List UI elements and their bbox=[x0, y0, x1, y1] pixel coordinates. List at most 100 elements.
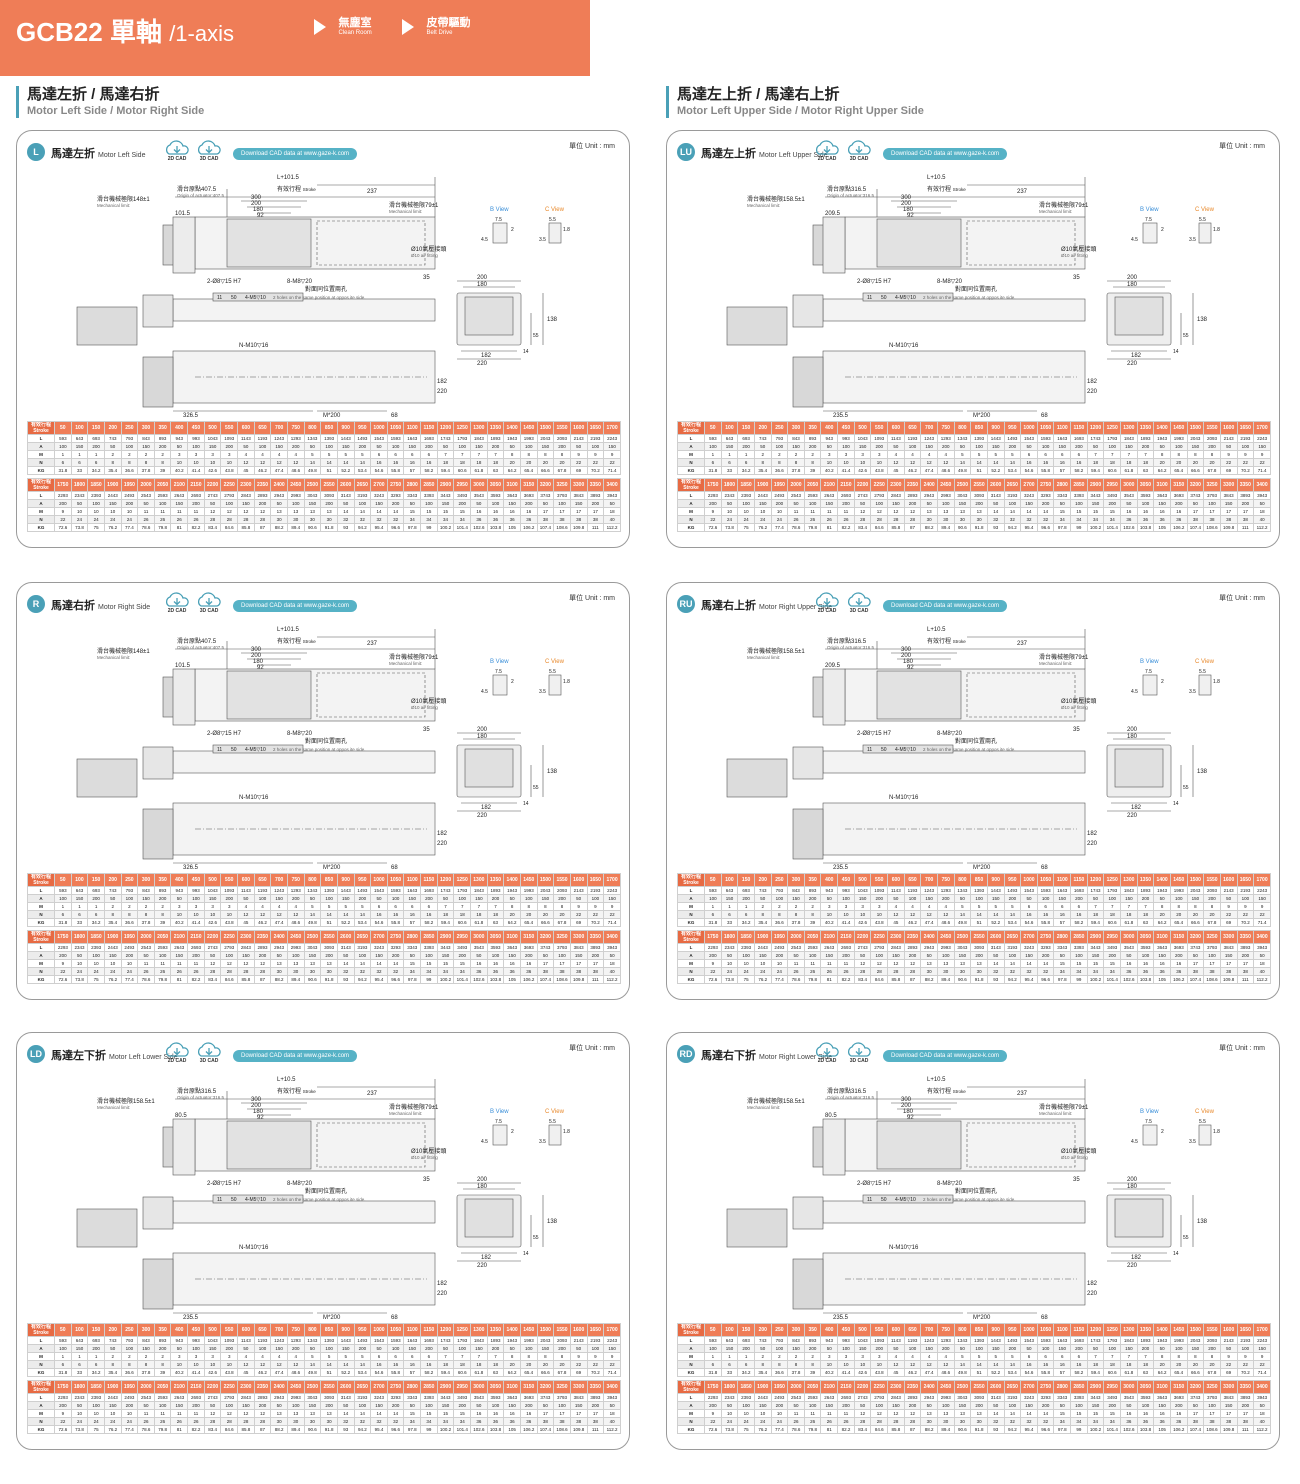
table-cell: 100 bbox=[120, 1344, 139, 1353]
cad-2d-download[interactable]: 2D CAD bbox=[813, 592, 841, 614]
cloud-download-icon bbox=[165, 1042, 189, 1057]
cloud-download-icon bbox=[165, 140, 189, 155]
table-cell: 14 bbox=[320, 910, 338, 919]
dim-220: 220 bbox=[1127, 813, 1138, 819]
table-cell: 40.2 bbox=[170, 918, 189, 927]
table-cell: 2593 bbox=[803, 1393, 822, 1402]
table-cell: 36 bbox=[1169, 1417, 1188, 1426]
cad-3d-download[interactable]: 3D CAD bbox=[195, 1042, 223, 1064]
download-cad-link[interactable]: Download CAD data at www.gaze-k.com bbox=[883, 600, 1008, 612]
cad-2d-download[interactable]: 2D CAD bbox=[163, 1042, 191, 1064]
table-cell: 150 bbox=[1253, 442, 1271, 451]
dim-180-end: 180 bbox=[1127, 734, 1138, 740]
table-cell: 200 bbox=[770, 1401, 789, 1410]
table-cell: 72.6 bbox=[54, 523, 72, 532]
table-cell: 50 bbox=[753, 1344, 772, 1353]
table-cell: 36 bbox=[486, 1417, 505, 1426]
cad-2d-download[interactable]: 2D CAD bbox=[163, 592, 191, 614]
row-label: KG bbox=[677, 975, 705, 984]
table-cell: 101.4 bbox=[453, 1425, 472, 1434]
cad-2d-download[interactable]: 2D CAD bbox=[813, 140, 841, 162]
dim-220: 220 bbox=[477, 813, 488, 819]
table-cell: 93 bbox=[336, 1425, 355, 1434]
stroke-value: 500 bbox=[853, 421, 872, 435]
cad-3d-download[interactable]: 3D CAD bbox=[195, 592, 223, 614]
table-cell: 4 bbox=[270, 1352, 288, 1361]
table-cell: 28 bbox=[237, 515, 255, 524]
table-cell: 81 bbox=[170, 1425, 189, 1434]
table-cell: 61.8 bbox=[470, 466, 488, 475]
table-cell: 55.8 bbox=[1036, 918, 1055, 927]
download-cad-link[interactable]: Download CAD data at www.gaze-k.com bbox=[233, 1050, 358, 1062]
table-cell: 53.4 bbox=[353, 918, 372, 927]
cad-3d-download[interactable]: 3D CAD bbox=[845, 140, 873, 162]
stroke-value: 3000 bbox=[1120, 1380, 1138, 1394]
stroke-value: 2050 bbox=[803, 1380, 822, 1394]
table-cell: 4 bbox=[270, 902, 288, 911]
download-cad-link[interactable]: Download CAD data at www.gaze-k.com bbox=[883, 1050, 1008, 1062]
table-cell: 26 bbox=[137, 1417, 155, 1426]
table-cell: 9 bbox=[1253, 902, 1271, 911]
cad-2d-download[interactable]: 2D CAD bbox=[163, 140, 191, 162]
row-label: N bbox=[677, 515, 705, 524]
row-label: L bbox=[27, 1336, 55, 1345]
table-cell: 2193 bbox=[586, 1336, 605, 1345]
table-cell: 15 bbox=[1070, 507, 1088, 516]
stroke-value: 1050 bbox=[386, 873, 405, 887]
table-cell: 32 bbox=[336, 967, 355, 976]
table-cell: 85.8 bbox=[237, 975, 255, 984]
table-cell: 46.2 bbox=[903, 918, 922, 927]
table-cell: 100 bbox=[837, 894, 855, 903]
table-cell: 1743 bbox=[1086, 1336, 1105, 1345]
cad-3d-download[interactable]: 3D CAD bbox=[845, 592, 873, 614]
row-label: N bbox=[677, 1360, 705, 1369]
table-cell: 3143 bbox=[986, 943, 1005, 952]
table-cell: 10 bbox=[753, 507, 772, 516]
table-cell: 36 bbox=[503, 1417, 521, 1426]
dim-220-side: 220 bbox=[1087, 841, 1098, 847]
row-label: M bbox=[677, 902, 705, 911]
table-cell: 2443 bbox=[753, 491, 772, 500]
table-cell: 83.4 bbox=[203, 975, 222, 984]
variant-badge: RD bbox=[677, 1045, 695, 1063]
table-cell: 100 bbox=[737, 499, 755, 508]
stroke-value: 3200 bbox=[1186, 930, 1205, 944]
feature-zh: 皮帶驅動 bbox=[426, 17, 471, 29]
table-cell: 4 bbox=[936, 1352, 955, 1361]
table-cell: 2143 bbox=[1219, 1336, 1238, 1345]
table-cell: 17 bbox=[1186, 1409, 1205, 1418]
table-cell: 57 bbox=[1053, 1368, 1072, 1377]
cad-3d-download[interactable]: 3D CAD bbox=[845, 1042, 873, 1064]
table-cell: 18 bbox=[470, 910, 488, 919]
table-cell: 22 bbox=[54, 967, 72, 976]
table-cell: 38 bbox=[569, 967, 588, 976]
table-cell: 36 bbox=[470, 967, 488, 976]
table-cell: 61.8 bbox=[470, 1368, 488, 1377]
row-label: M bbox=[27, 959, 55, 968]
table-cell: 50 bbox=[953, 894, 972, 903]
dim-5-5: 5.5 bbox=[549, 1119, 556, 1125]
download-cad-link[interactable]: Download CAD data at www.gaze-k.com bbox=[883, 148, 1008, 160]
dim-200-end: 200 bbox=[1127, 727, 1138, 733]
mech-right-en: Mechanical limit: bbox=[389, 209, 422, 214]
table-cell: 1143 bbox=[887, 434, 905, 443]
table-cell: 3693 bbox=[519, 943, 538, 952]
download-cad-link[interactable]: Download CAD data at www.gaze-k.com bbox=[233, 600, 358, 612]
table-cell: 3443 bbox=[1086, 491, 1105, 500]
dim-11: 11 bbox=[867, 295, 872, 301]
table-cell: 43.8 bbox=[870, 1368, 889, 1377]
table-cell: 50 bbox=[70, 1401, 89, 1410]
cad-3d-download[interactable]: 3D CAD bbox=[195, 140, 223, 162]
table-cell: 1043 bbox=[853, 1336, 872, 1345]
table-cell: 200 bbox=[936, 1344, 955, 1353]
table-cell: 50 bbox=[920, 951, 938, 960]
stroke-value: 2050 bbox=[153, 1380, 172, 1394]
download-cad-link[interactable]: Download CAD data at www.gaze-k.com bbox=[233, 148, 358, 160]
table-cell: 1893 bbox=[486, 434, 505, 443]
cad-2d-download[interactable]: 2D CAD bbox=[813, 1042, 841, 1064]
stroke-label: 有效行程 Stroke bbox=[277, 1087, 316, 1095]
air-fitting-label: Ø10氣壓接頭 bbox=[1061, 245, 1096, 253]
